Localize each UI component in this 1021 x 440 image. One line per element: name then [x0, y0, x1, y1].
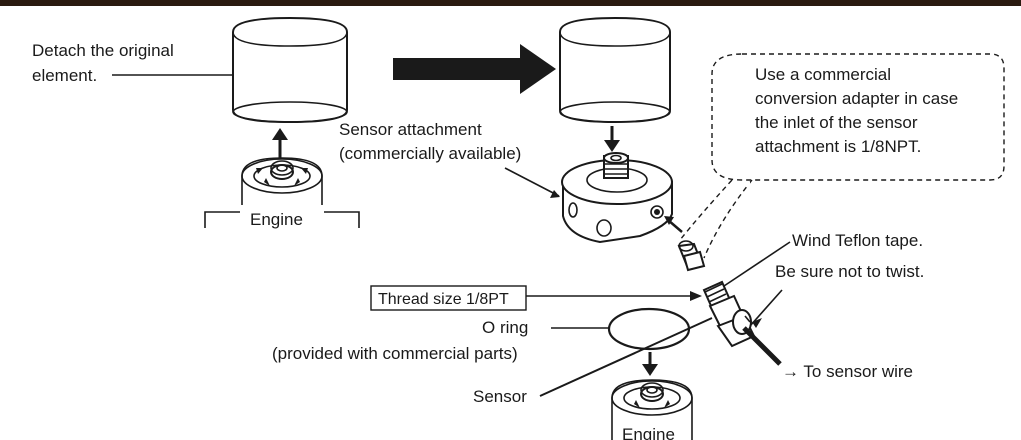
o-ring-label: O ring: [482, 318, 528, 337]
to-sensor-wire-label: → To sensor wire: [782, 362, 913, 381]
thread-size-label: Thread size 1/8PT: [378, 291, 509, 308]
top-border: [0, 0, 1021, 6]
o-ring-sublabel: (provided with commercial parts): [272, 344, 518, 363]
up-arrow-left: [272, 128, 288, 158]
filter-element-middle: [559, 16, 671, 124]
engine-label-bottom: Engine: [622, 425, 675, 440]
down-arrow-middle: [604, 126, 620, 152]
thread-size-callout: Thread size 1/8PT: [370, 285, 702, 311]
engine-label-left: Engine: [250, 210, 303, 229]
no-twist-callout: Be sure not to twist.: [775, 262, 924, 281]
adapter-note-line3: the inlet of the sensor: [755, 113, 918, 132]
no-twist-label: Be sure not to twist.: [775, 262, 924, 281]
sensor-wire-callout: → To sensor wire: [782, 362, 913, 381]
engine-mount-left: Engine: [204, 157, 360, 231]
adapter-note-bubble: Use a commercial conversion adapter in c…: [679, 53, 1005, 259]
oil-sensor: [702, 280, 783, 366]
sensor-attachment-label-line2: (commercially available): [339, 144, 521, 163]
big-right-arrow: [393, 44, 556, 94]
teflon-callout: Wind Teflon tape.: [723, 231, 923, 287]
detach-label-line2: element.: [32, 66, 97, 85]
detach-label-line1: Detach the original: [32, 41, 174, 60]
adapter-note-line4: attachment is 1/8NPT.: [755, 137, 921, 156]
sensor-attachment-callout: Sensor attachment (commercially availabl…: [339, 120, 560, 198]
original-filter-element: [232, 16, 348, 124]
sensor-callout: Sensor: [473, 317, 713, 406]
arrow-into-port: [664, 216, 683, 233]
sensor-attachment-block: [561, 152, 673, 244]
adapter-note-line2: conversion adapter in case: [755, 89, 958, 108]
sensor-attachment-label-line1: Sensor attachment: [339, 120, 482, 139]
conversion-adapter: [677, 240, 706, 272]
sensor-label: Sensor: [473, 387, 527, 406]
teflon-label: Wind Teflon tape.: [792, 231, 923, 250]
o-ring: O ring (provided with commercial parts): [272, 307, 691, 363]
engine-mount-bottom: Engine: [611, 379, 693, 440]
adapter-note-line1: Use a commercial: [755, 65, 891, 84]
down-arrow-lower: [642, 352, 658, 376]
detach-callout: Detach the original element.: [32, 41, 232, 85]
